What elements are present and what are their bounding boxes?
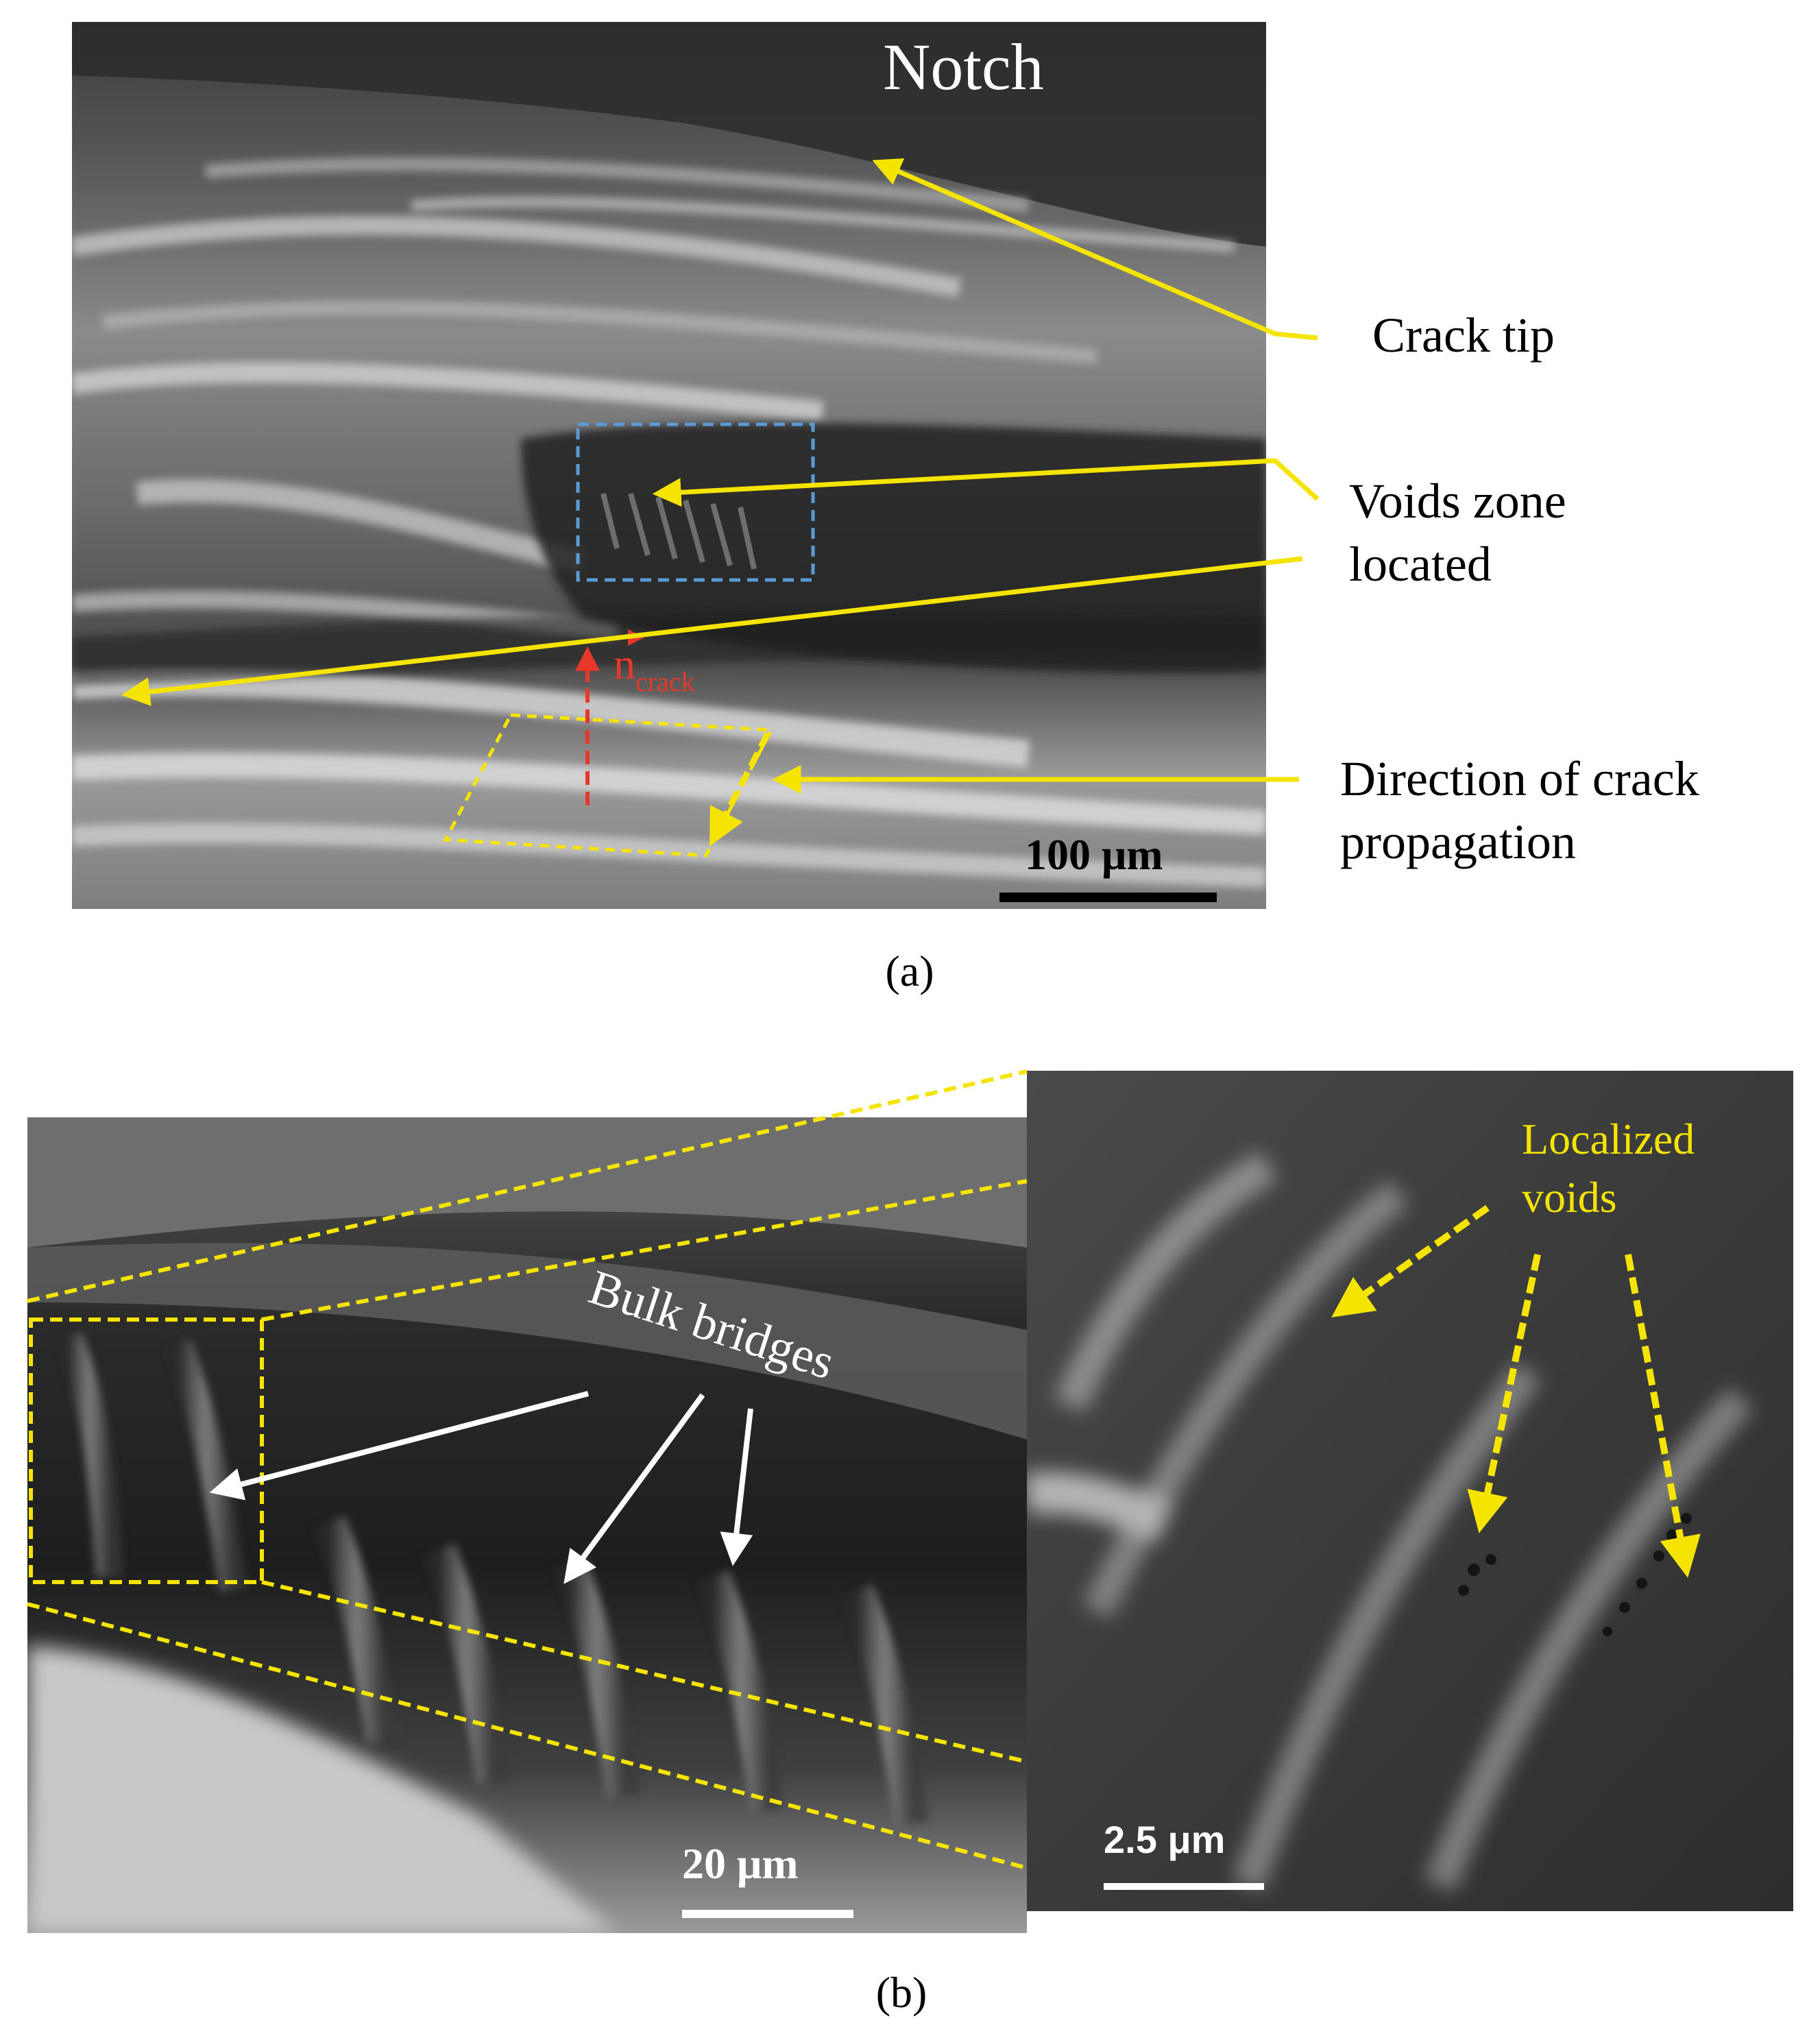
localized-voids-label-line1: Localized xyxy=(1522,1115,1695,1163)
zoom-box xyxy=(29,1318,264,1584)
scale-bar-b-left xyxy=(682,1910,853,1918)
caption-b: (b) xyxy=(876,1968,927,2017)
roi-box-blue xyxy=(576,422,815,582)
localized-void-arrow-3 xyxy=(1625,1254,1701,1578)
scale-bar-a-label: 100 μm xyxy=(1025,830,1163,879)
voids-zone-label-line2: located xyxy=(1349,537,1492,592)
direction-label-line2: propagation xyxy=(1340,814,1576,869)
voids-zone-label-line1: Voids zone xyxy=(1349,474,1566,529)
crack-direction-parallelogram xyxy=(442,713,774,858)
crack-tip-arrow xyxy=(872,158,1318,341)
voids-zone-arrow xyxy=(652,458,1320,507)
caption-a: (a) xyxy=(885,947,934,995)
bulk-bridge-arrow-3 xyxy=(720,1408,753,1566)
localized-void-arrow-1 xyxy=(1331,1204,1490,1318)
notch-label: Notch xyxy=(883,30,1044,104)
bulk-bridge-arrow-2 xyxy=(563,1393,705,1584)
bulk-bridge-arrow-1 xyxy=(209,1391,590,1501)
normal-vector-subscript: crack xyxy=(635,666,695,697)
sem-image-b-right xyxy=(1027,1071,1793,1911)
normal-vector-label: ncrack xyxy=(614,640,695,697)
crack-line-arrow xyxy=(121,556,1303,707)
crack-tip-label: Crack tip xyxy=(1372,308,1555,363)
scale-bar-a xyxy=(999,893,1217,902)
scale-bar-b-right-label: 2.5 μm xyxy=(1104,1818,1225,1861)
scale-bar-b-right xyxy=(1104,1883,1264,1890)
crack-direction-arrow xyxy=(709,731,771,847)
localized-voids-label-line2: voids xyxy=(1522,1173,1617,1222)
direction-label-line1: Direction of crack xyxy=(1340,751,1699,806)
sem-image-a xyxy=(72,22,1266,909)
scale-bar-b-left-label: 20 μm xyxy=(682,1839,799,1888)
sem-image-b-left xyxy=(27,1117,1027,1933)
zoom-connector-lines xyxy=(27,1069,1028,1870)
